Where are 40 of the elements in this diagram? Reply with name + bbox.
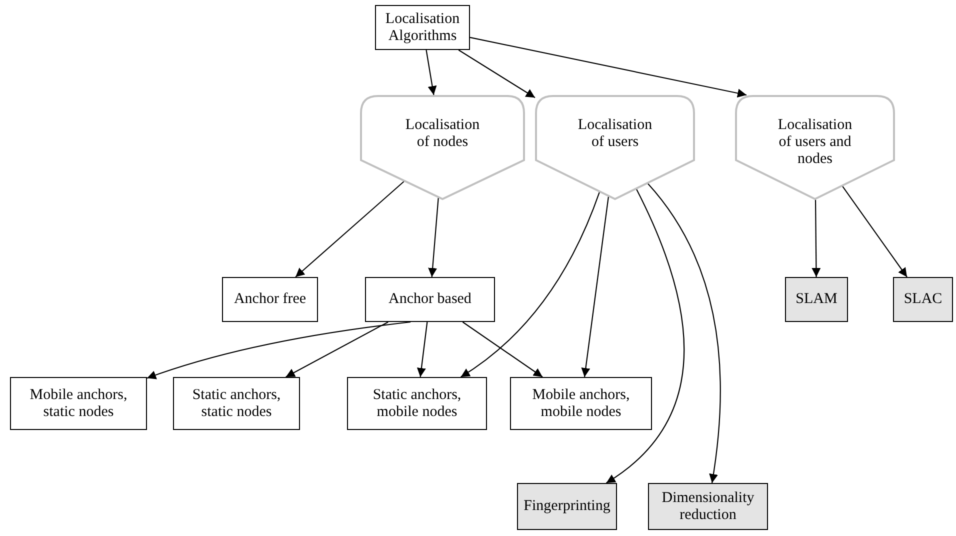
process-box <box>10 377 147 430</box>
process-box <box>222 277 318 322</box>
arrow <box>458 50 536 98</box>
shaded-box <box>517 483 617 530</box>
node-label: Localisation of users and nodes <box>776 117 854 168</box>
arrow <box>295 180 404 278</box>
arrow <box>428 198 439 278</box>
arrow <box>842 186 908 278</box>
node-label: Mobile anchors, static nodes <box>28 386 128 420</box>
shaded-box <box>785 277 848 322</box>
arrow <box>462 322 543 378</box>
node-label: Anchor free <box>234 291 306 308</box>
arrow <box>146 321 411 380</box>
node-label: Localisation of nodes <box>404 117 481 151</box>
process-box <box>365 277 495 322</box>
process-box <box>375 5 470 50</box>
arrow <box>606 189 684 484</box>
process-box <box>173 377 300 430</box>
node-label: SLAM <box>796 291 838 308</box>
process-box <box>347 377 487 430</box>
node-label: Fingerprinting <box>524 498 610 515</box>
arrow <box>470 36 747 98</box>
arrow <box>426 50 437 96</box>
node-label: Static anchors, static nodes <box>191 386 282 420</box>
arrow <box>648 183 721 484</box>
arrow <box>416 322 428 378</box>
arrow <box>581 196 609 378</box>
node-label: Mobile anchors, mobile nodes <box>531 386 631 420</box>
arrow <box>286 322 388 378</box>
shaded-box <box>893 277 953 322</box>
node-label: Localisation of users <box>576 117 654 151</box>
shaded-box <box>648 483 768 530</box>
process-box <box>510 377 652 430</box>
node-label: Dimensionality reduction <box>660 490 756 524</box>
arrow <box>812 200 821 277</box>
node-label: Static anchors, mobile nodes <box>372 386 462 420</box>
arrow <box>460 192 600 378</box>
node-label: SLAC <box>904 291 942 308</box>
node-label: Localisation Algorithms <box>384 10 461 44</box>
node-label: Anchor based <box>388 291 472 308</box>
